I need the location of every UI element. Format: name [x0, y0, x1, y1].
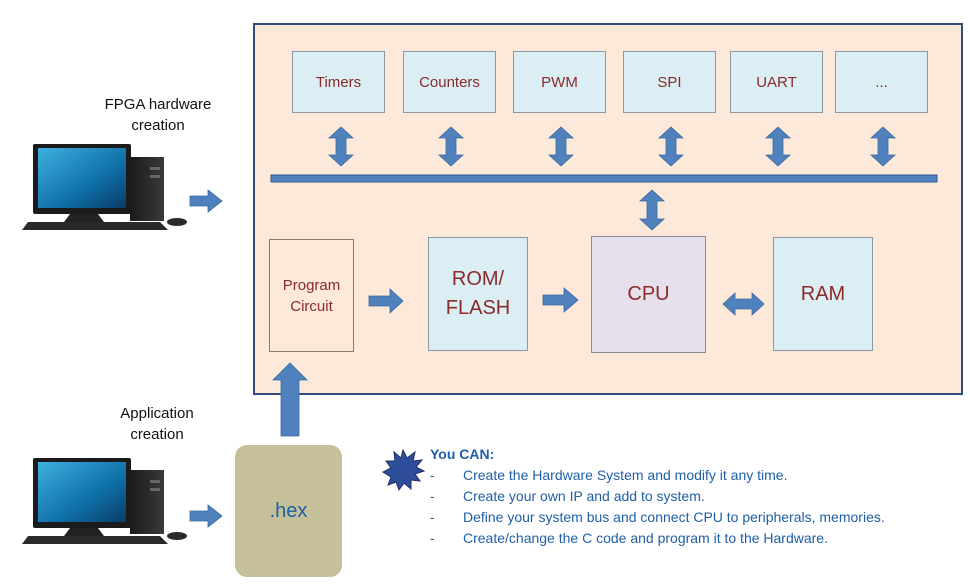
you-can-item: -Create/change the C code and program it… [430, 530, 828, 546]
peripheral-timers: Timers [292, 51, 385, 113]
computer-icon [22, 458, 187, 544]
application-creation-label: Application creation [120, 405, 194, 443]
arrow-double-vertical [547, 126, 575, 167]
arrow-double-vertical [764, 126, 792, 167]
arrow-double [722, 292, 765, 316]
you-can-item-text: Create your own IP and add to system. [463, 488, 705, 504]
you-can-item: -Define your system bus and connect CPU … [430, 509, 885, 525]
rom-flash-block: ROM/ FLASH [428, 237, 528, 351]
computer-icon [22, 144, 187, 230]
you-can-item-text: Create the Hardware System and modify it… [463, 467, 788, 483]
system-bus [270, 174, 938, 183]
peripheral-counters: Counters [403, 51, 496, 113]
you-can-item: -Create the Hardware System and modify i… [430, 467, 788, 483]
hex-file-block: .hex [235, 445, 342, 577]
you-can-list: -Create the Hardware System and modify i… [430, 465, 885, 549]
peripheral-uart: UART [730, 51, 823, 113]
arrow-right [189, 504, 223, 528]
program-circuit-block: Program Circuit [269, 239, 354, 352]
peripheral-more: ... [835, 51, 928, 113]
arrow-right [368, 288, 404, 314]
starburst-icon [381, 448, 426, 492]
you-can-panel: You CAN: -Create the Hardware System and… [430, 444, 885, 549]
you-can-title: You CAN: [430, 446, 495, 462]
fpga-hardware-creation-label: FPGA hardware creation [104, 96, 212, 134]
you-can-item-text: Define your system bus and connect CPU t… [463, 509, 885, 525]
arrow-double-vertical [638, 189, 666, 231]
you-can-item-text: Create/change the C code and program it … [463, 530, 828, 546]
peripheral-pwm: PWM [513, 51, 606, 113]
arrow-double-vertical [327, 126, 355, 167]
arrow-right [189, 189, 223, 213]
arrow-double-vertical [437, 126, 465, 167]
arrow-right [542, 287, 579, 313]
you-can-item: -Create your own IP and add to system. [430, 488, 705, 504]
ram-block: RAM [773, 237, 873, 351]
arrow-double-vertical [869, 126, 897, 167]
peripheral-spi: SPI [623, 51, 716, 113]
arrow-up [272, 362, 308, 437]
arrow-double-vertical [657, 126, 685, 167]
cpu-block: CPU [591, 236, 706, 353]
